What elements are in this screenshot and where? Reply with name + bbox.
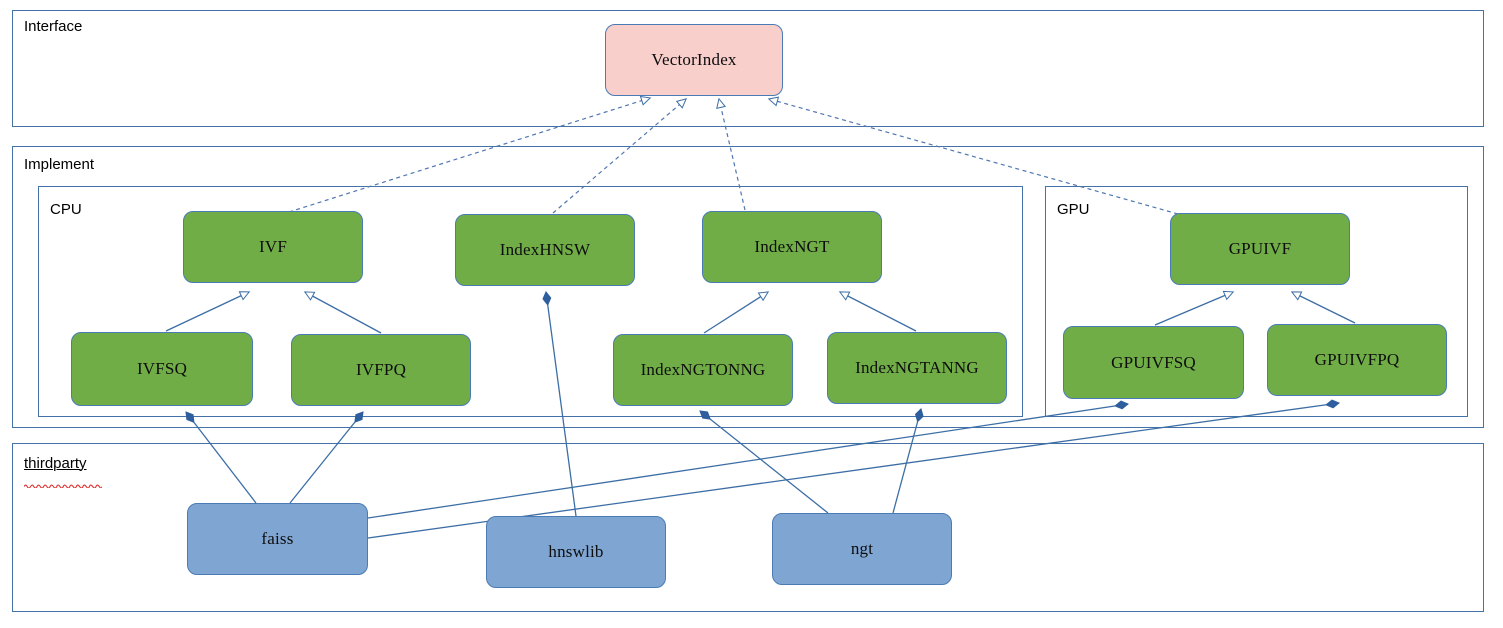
node-ivfsq[interactable]: IVFSQ xyxy=(71,332,253,406)
node-indexngt[interactable]: IndexNGT xyxy=(702,211,882,283)
group-box-interface xyxy=(12,10,1484,127)
node-indexngtanng[interactable]: IndexNGTANNG xyxy=(827,332,1007,404)
node-indexhnsw[interactable]: IndexHNSW xyxy=(455,214,635,286)
node-vectorindex[interactable]: VectorIndex xyxy=(605,24,783,96)
node-indexngtonng[interactable]: IndexNGTONNG xyxy=(613,334,793,406)
group-label-interface: Interface xyxy=(24,18,83,35)
node-gpuivfsq[interactable]: GPUIVFSQ xyxy=(1063,326,1244,399)
node-ngt[interactable]: ngt xyxy=(772,513,952,585)
node-ivfpq[interactable]: IVFPQ xyxy=(291,334,471,406)
spellcheck-underline-icon xyxy=(23,475,103,489)
node-hnswlib[interactable]: hnswlib xyxy=(486,516,666,588)
node-gpuivfpq[interactable]: GPUIVFPQ xyxy=(1267,324,1447,396)
group-label-gpu: GPU xyxy=(1057,201,1090,218)
group-label-cpu: CPU xyxy=(50,201,82,218)
node-faiss[interactable]: faiss xyxy=(187,503,368,575)
group-label-thirdparty: thirdparty xyxy=(24,455,87,472)
group-label-implement: Implement xyxy=(24,156,95,173)
node-ivf[interactable]: IVF xyxy=(183,211,363,283)
node-gpuivf[interactable]: GPUIVF xyxy=(1170,213,1350,285)
